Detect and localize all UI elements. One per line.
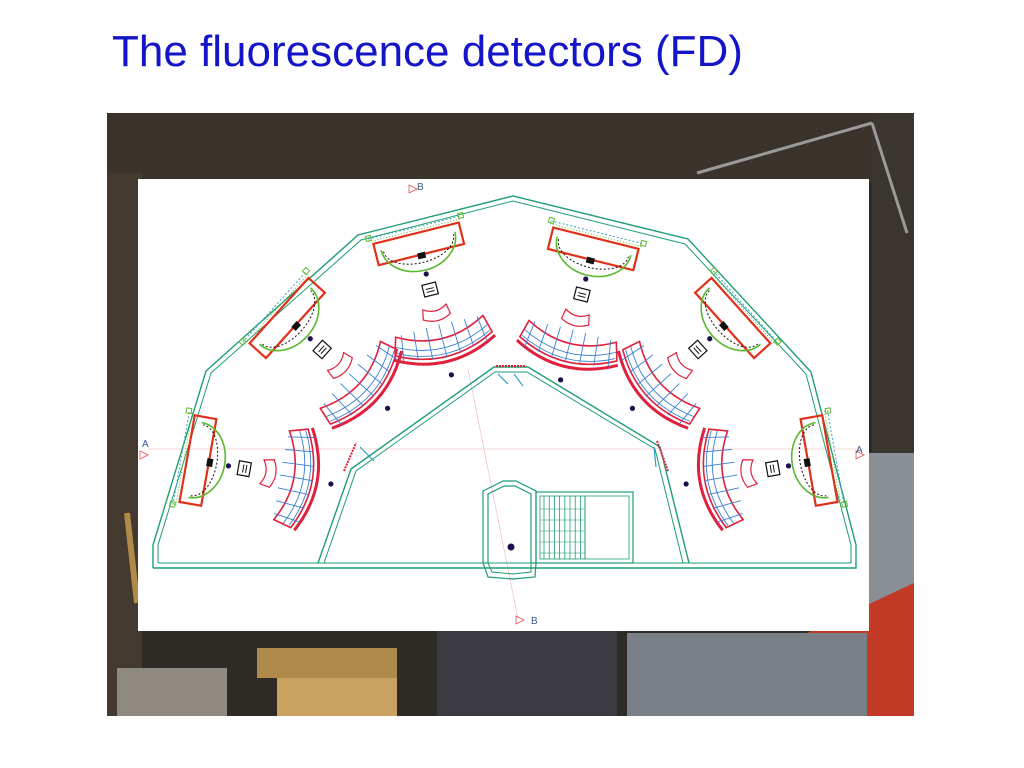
inner-openings	[343, 365, 669, 472]
aperture-ring	[188, 421, 227, 499]
aperture-ring	[380, 231, 457, 273]
camera	[572, 276, 591, 303]
camera	[225, 460, 253, 478]
telescope-bay	[683, 407, 849, 532]
telescope-bays	[168, 211, 849, 532]
mirror-pivot-dot	[558, 377, 564, 383]
segmented-mirror	[393, 303, 497, 378]
section-label-b-top: B	[417, 182, 424, 193]
mirror-pivot-dot	[629, 405, 636, 411]
telescope-bay	[617, 266, 782, 430]
section-markers: B B A A	[139, 182, 865, 627]
camera	[687, 336, 713, 360]
camera-mount	[417, 251, 427, 260]
slide-title: The fluorescence detectors (FD)	[112, 27, 743, 76]
segmented-mirror	[258, 427, 334, 532]
central-room	[482, 480, 537, 580]
segmented-mirror	[319, 340, 403, 430]
aperture-ring	[555, 236, 632, 278]
camera-mount	[803, 458, 811, 468]
telescope-bay	[364, 211, 497, 378]
telescope-bay	[238, 266, 403, 430]
section-label-a-left: A	[142, 439, 149, 450]
segmented-mirror	[683, 427, 759, 532]
camera	[421, 271, 440, 298]
outer-wall	[152, 195, 857, 569]
mirror-pivot-dot	[448, 372, 454, 378]
camera-mount	[585, 256, 595, 265]
segmented-mirror	[515, 308, 619, 383]
section-lines	[148, 368, 860, 620]
central-post-dot	[507, 543, 515, 551]
stairwell	[535, 491, 634, 564]
camera-mount	[206, 458, 214, 468]
mirror-pivot-dot	[683, 481, 689, 487]
aperture-ring	[700, 287, 761, 352]
camera-mount	[291, 321, 302, 332]
segmented-mirror	[617, 340, 701, 430]
camera-mount	[718, 321, 729, 332]
aperture-ring	[259, 287, 320, 352]
mirror-pivot-dot	[328, 481, 334, 487]
mirror-pivot-dot	[384, 405, 391, 411]
camera	[307, 336, 333, 360]
section-label-a-right: A	[856, 445, 863, 456]
section-label-b-bottom: B	[531, 616, 538, 627]
fd-building-floor-plan: B B A A	[138, 179, 869, 631]
camera	[764, 460, 792, 478]
aperture-ring	[790, 421, 829, 499]
